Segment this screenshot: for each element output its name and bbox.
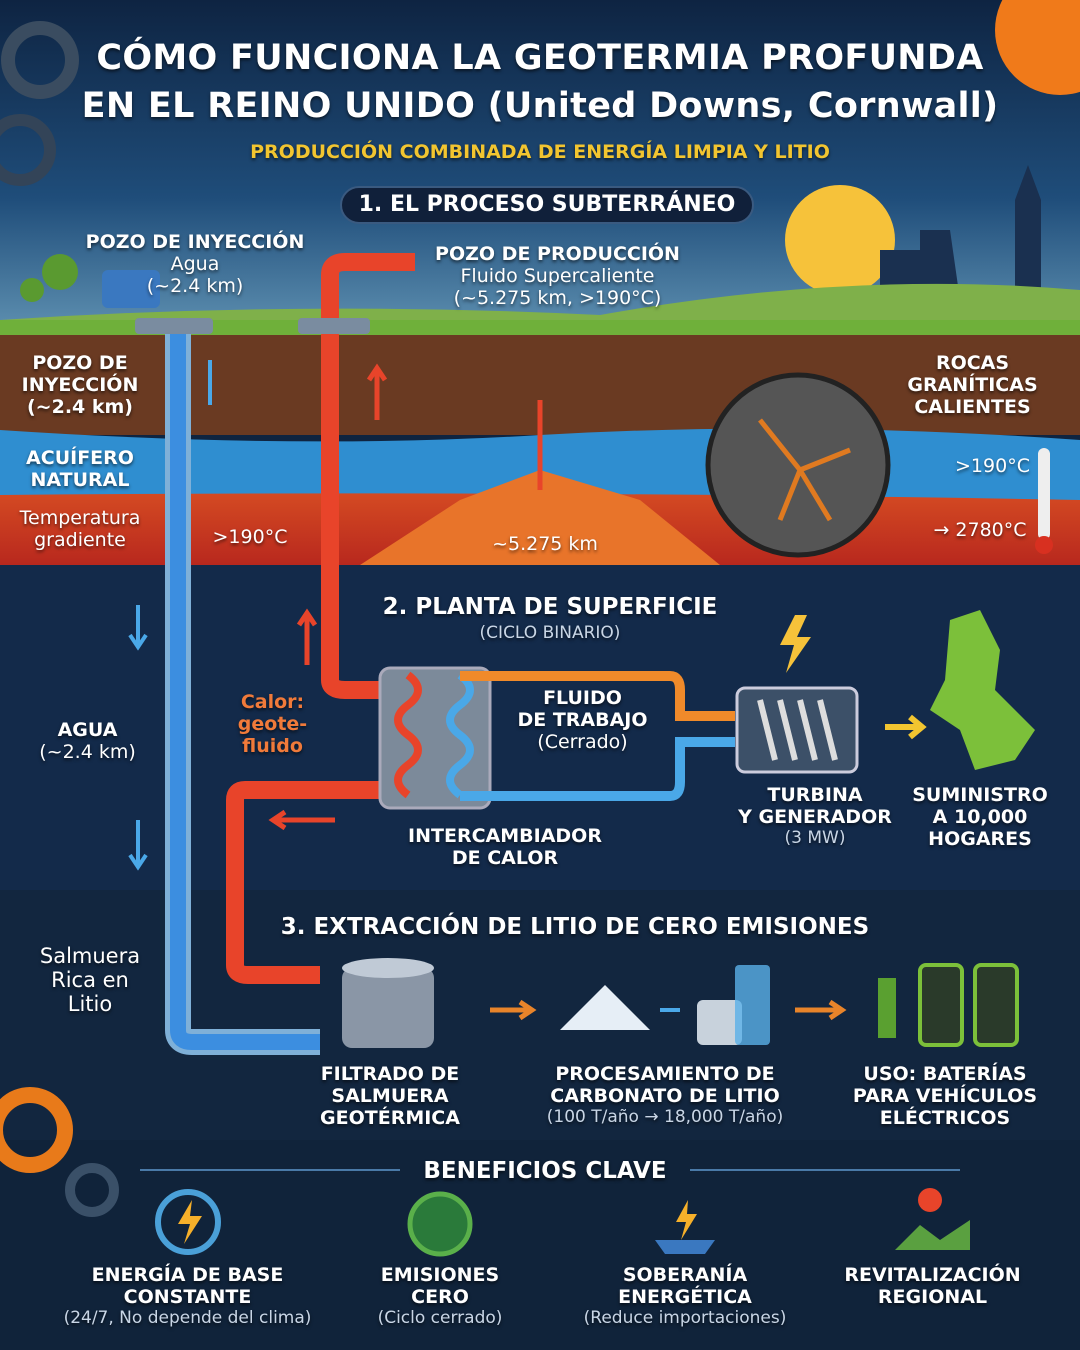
- filter-icon: [342, 968, 434, 1048]
- heat-label: Calor:geote-fluido: [237, 691, 308, 757]
- benefits-title: BENEFICIOS CLAVE: [423, 1158, 667, 1184]
- map-pin-landscape-icon: [895, 1220, 970, 1250]
- depth-label: ~5.275 km: [492, 533, 598, 555]
- section3-title: 3. EXTRACCIÓN DE LITIO DE CERO EMISIONES: [280, 914, 870, 940]
- pump-icon: [102, 270, 160, 308]
- temp-mid-label: >190°C: [212, 526, 288, 548]
- tree-icon: [42, 254, 78, 290]
- battery-icon: [973, 963, 1019, 1047]
- leaf-icon: [407, 1191, 473, 1257]
- temp-high-label: >190°C: [955, 455, 1030, 477]
- lightning-clock-icon: [155, 1189, 221, 1255]
- gear-icon: [0, 114, 56, 186]
- battery-icon: [918, 963, 964, 1047]
- water-label: AGUA(~2.4 km): [39, 719, 136, 763]
- lithium-carbonate-pile: [560, 985, 650, 1030]
- gear-icon: [0, 1087, 73, 1173]
- title-line1: CÓMO FUNCIONA LA GEOTERMIA PROFUNDA: [96, 38, 984, 78]
- solar-lightning-icon: [655, 1240, 715, 1254]
- gear-icon: [1, 21, 79, 99]
- section2-title: 2. PLANTA DE SUPERFICIE: [382, 594, 718, 620]
- sun-icon: [785, 185, 895, 295]
- section1-title: 1. EL PROCESO SUBTERRÁNEO: [340, 186, 754, 224]
- title-line2: EN EL REINO UNIDO (United Downs, Cornwal…: [81, 86, 999, 126]
- section2-subtitle: (CICLO BINARIO): [479, 623, 621, 643]
- production-pipe: [321, 253, 415, 330]
- thermometer-icon: [1038, 448, 1050, 540]
- gear-icon: [65, 1163, 119, 1217]
- subtitle: PRODUCCIÓN COMBINADA DE ENERGÍA LIMPIA Y…: [250, 141, 830, 163]
- sun-icon: [995, 0, 1080, 95]
- lightning-icon: [780, 615, 811, 673]
- uk-map-icon: [930, 610, 1035, 770]
- london-skyline: [880, 165, 1041, 300]
- turbine-icon: [735, 686, 859, 774]
- temp-max-label: → 2780°C: [933, 519, 1027, 541]
